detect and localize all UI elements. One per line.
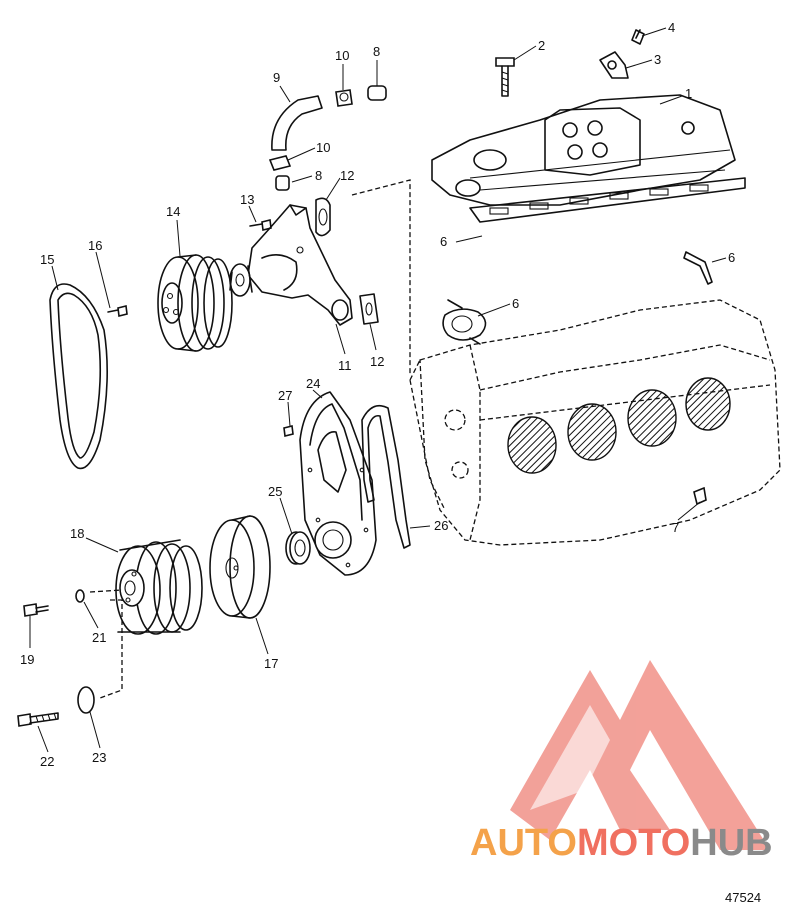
automotohub-watermark: AUTOMOTOHUB	[470, 660, 773, 864]
intake-manifold	[431, 94, 736, 206]
callout-2: 2	[538, 38, 545, 53]
callout-labels: 1 2 3 4 6 6 6 7 8 8 9 10 10 11 12 12 13 …	[20, 20, 735, 769]
callout-22: 22	[40, 754, 54, 769]
intake-gasket	[469, 177, 746, 223]
drive-belt	[49, 283, 108, 470]
callout-16: 16	[88, 238, 102, 253]
svg-text:AUTOMOTOHUB: AUTOMOTOHUB	[470, 822, 773, 864]
callout-15: 15	[40, 252, 54, 267]
manifold-bolt	[495, 57, 515, 97]
callout-19: 19	[20, 652, 34, 667]
water-pump-gasket-top	[315, 197, 331, 237]
callout-8b: 8	[315, 168, 322, 183]
lock-washer	[75, 589, 85, 603]
callout-13: 13	[240, 192, 254, 207]
water-pump-gasket-lower	[359, 293, 379, 325]
callout-25: 25	[268, 484, 282, 499]
pulley-bolt	[23, 603, 49, 617]
callout-24: 24	[306, 376, 320, 391]
alignment-line	[351, 179, 411, 375]
crankshaft-pulley	[115, 539, 203, 635]
pulley-screw	[107, 305, 128, 317]
screw-small	[631, 29, 645, 45]
callout-14: 14	[166, 204, 180, 219]
callout-10b: 10	[316, 140, 330, 155]
timing-cover-gasket	[361, 404, 411, 549]
harmonic-balancer	[209, 515, 271, 619]
engine-block	[409, 299, 781, 546]
watermark-auto: AUTO	[470, 822, 577, 864]
callout-6a: 6	[440, 234, 447, 249]
oil-seal	[285, 531, 311, 565]
crank-centre-line	[89, 589, 123, 699]
callout-27: 27	[278, 388, 292, 403]
callout-6c: 6	[512, 296, 519, 311]
callout-11: 11	[338, 358, 352, 373]
callout-21: 21	[92, 630, 106, 645]
hose-clamp-top	[335, 89, 353, 107]
callout-12b: 12	[370, 354, 384, 369]
callout-17: 17	[264, 656, 278, 671]
callout-10a: 10	[335, 48, 349, 63]
callout-1: 1	[685, 86, 692, 101]
callout-7: 7	[672, 520, 679, 535]
balancer-bolt	[17, 712, 59, 727]
callout-12a: 12	[340, 168, 354, 183]
fitting-lower	[275, 175, 290, 191]
water-pump-screw	[249, 219, 272, 231]
figure-number: 47524	[725, 890, 762, 905]
callout-9: 9	[273, 70, 280, 85]
callout-18: 18	[70, 526, 84, 541]
water-pump-pulley	[157, 254, 233, 352]
timing-cover-screw	[283, 425, 294, 437]
bracket	[599, 51, 629, 79]
water-pump	[229, 204, 353, 326]
balancer-washer	[77, 686, 95, 714]
callout-23: 23	[92, 750, 106, 765]
callout-26: 26	[434, 518, 448, 533]
watermark-moto: MOTO	[577, 822, 690, 864]
timing-cover	[299, 391, 377, 576]
watermark-emblem-icon	[510, 660, 770, 850]
hose-clamp-lower	[268, 155, 292, 171]
watermark-hub: HUB	[690, 822, 772, 864]
bypass-hose	[271, 95, 323, 151]
callout-8a: 8	[373, 44, 380, 59]
callout-3: 3	[654, 52, 661, 67]
callout-6b: 6	[728, 250, 735, 265]
thermostat-gasket	[442, 299, 487, 345]
callout-4: 4	[668, 20, 675, 35]
fitting-top	[367, 85, 387, 101]
leader-lines	[29, 27, 727, 753]
drain-plug	[693, 486, 707, 506]
end-seal	[683, 251, 713, 285]
